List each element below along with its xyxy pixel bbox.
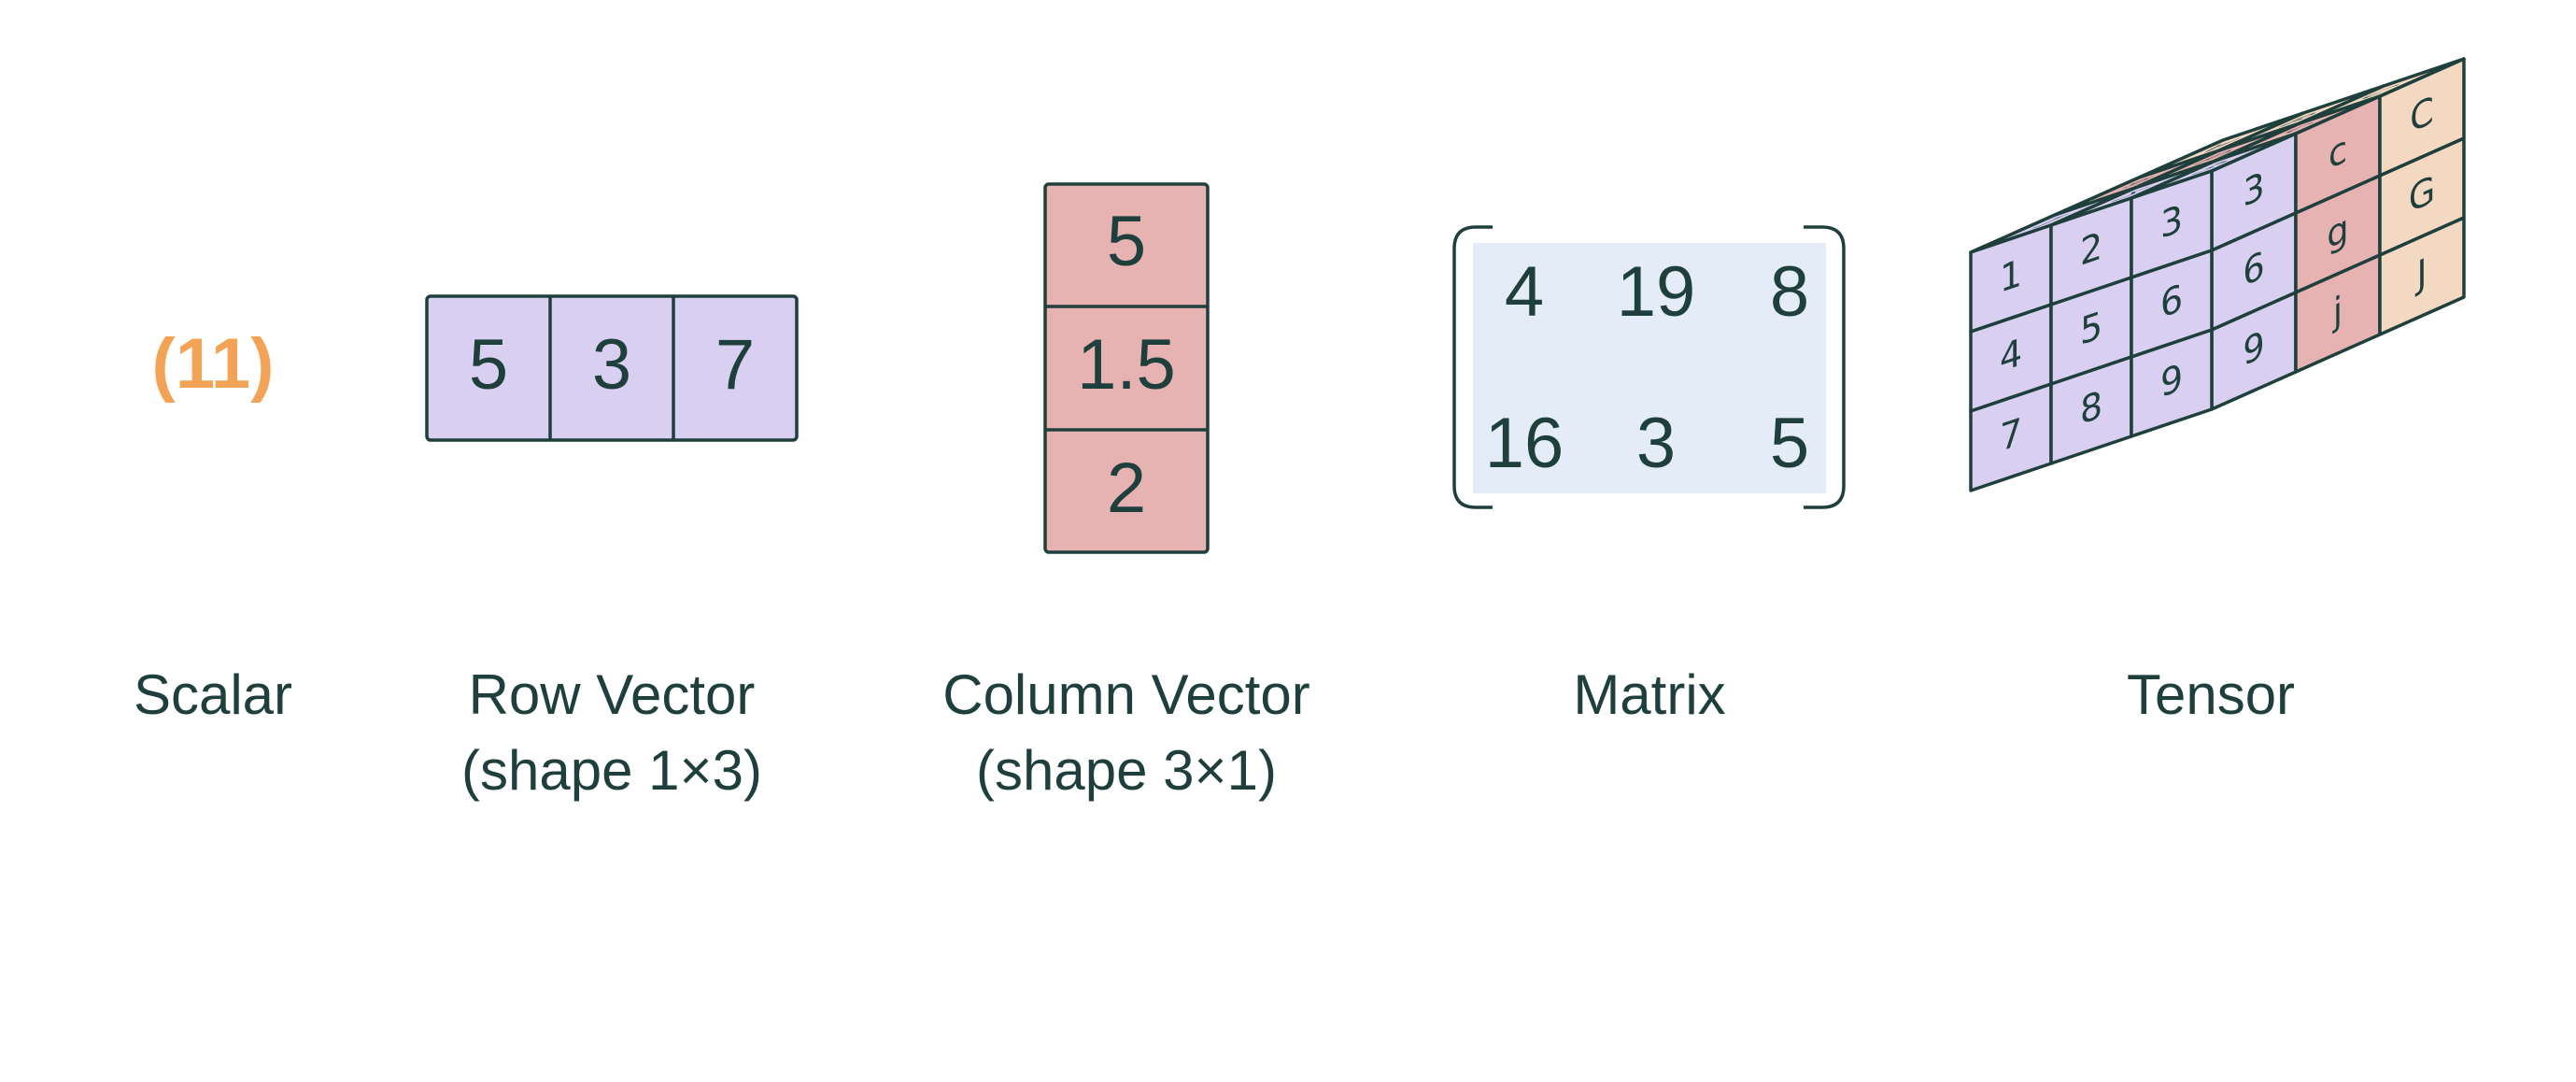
tensor-right-cell-label: 9 [2243, 322, 2264, 375]
row-vector-cell: 7 [715, 325, 755, 405]
scalar-label-block: Scalar [73, 657, 353, 733]
row-vector-label: Row Vector [468, 663, 756, 726]
matrix-cell: 19 [1617, 252, 1696, 332]
tensor-front-cell-label: 7 [2000, 410, 2022, 461]
tensor-front-cell [2130, 328, 2214, 438]
column-vector-label: Column Vector [942, 663, 1310, 726]
tensor-front-cell-label: 9 [2160, 356, 2183, 406]
row-vector-shape: (shape 1×3) [461, 739, 762, 802]
row-vector-cell: 5 [469, 325, 508, 405]
matrix-left-bracket [1452, 225, 1493, 509]
matrix-cell: 4 [1505, 252, 1544, 332]
matrix-label-block: Matrix [1509, 657, 1790, 733]
tensor-front-cell-label: 3 [2160, 197, 2183, 248]
matrix-cell: 3 [1636, 404, 1676, 483]
tensor-front-cell-label: 8 [2080, 383, 2102, 434]
tensor-right-cell-label: 3 [2243, 164, 2264, 216]
tensor-front-cell-label: 1 [2000, 251, 2022, 302]
row-vector: 5 3 7 [425, 294, 799, 442]
column-vector: 5 1.5 2 [1043, 182, 1210, 554]
column-vector-cell: 1.5 [1077, 325, 1176, 405]
tensor-right-cell-label: 6 [2243, 243, 2264, 295]
matrix-cell: 16 [1485, 404, 1564, 483]
column-vector-label-block: Column Vector (shape 3×1) [893, 657, 1360, 808]
column-vector-shape: (shape 3×1) [976, 739, 1277, 802]
tensor-label-block: Tensor [2071, 657, 2351, 733]
tensor-right-cell-label: c [2328, 127, 2347, 178]
tensor-right-cell [2378, 216, 2466, 336]
matrix-right-bracket [1804, 225, 1846, 509]
tensor-label: Tensor [2126, 663, 2296, 726]
column-vector-cell: 5 [1107, 202, 1146, 281]
matrix-cell: 8 [1770, 252, 1809, 332]
row-vector-label-block: Row Vector (shape 1×3) [425, 657, 799, 808]
matrix: 4 19 8 16 3 5 [1452, 225, 1846, 509]
tensor-front-cell-label: 5 [2080, 304, 2102, 354]
tensor-right-cell-label: j [2332, 288, 2342, 335]
scalar-label: Scalar [133, 663, 293, 726]
row-vector-cell: 3 [592, 325, 631, 405]
matrix-cell: 5 [1770, 404, 1809, 483]
matrix-label: Matrix [1573, 663, 1726, 726]
tensor-right-cell-label: C [2410, 89, 2434, 142]
tensor-front-cell-label: 6 [2160, 277, 2183, 327]
tensor-front-cell-label: 4 [2000, 331, 2022, 381]
column-vector-cell: 2 [1107, 448, 1146, 528]
tensor-right-cell-label: J [2414, 250, 2427, 299]
tensor-front-cell-label: 2 [2080, 224, 2102, 275]
tensor-right-cell-label: g [2327, 206, 2348, 258]
scalar-value: (11) [152, 324, 275, 404]
